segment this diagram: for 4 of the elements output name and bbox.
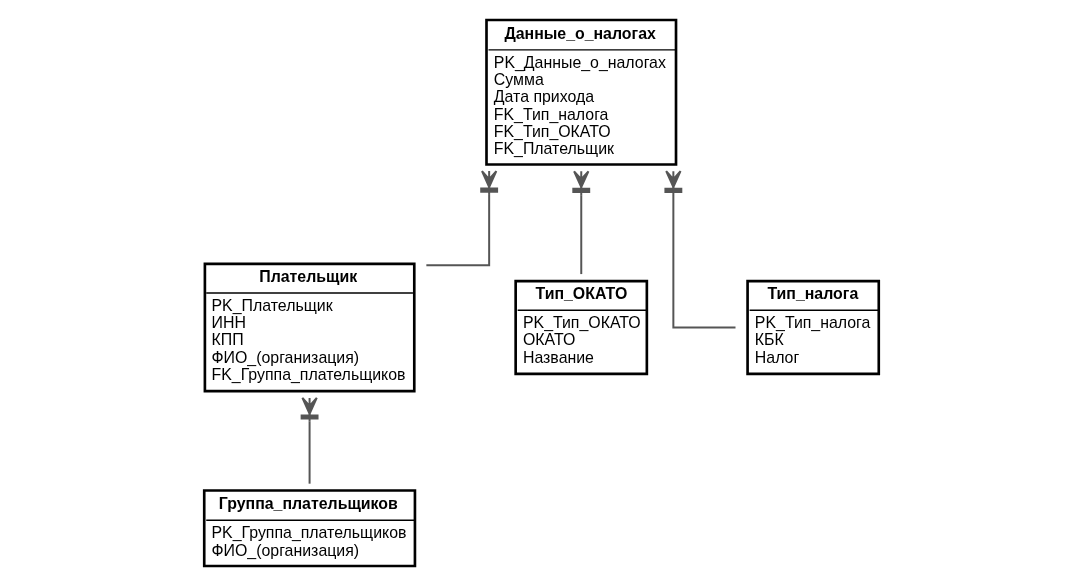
connector	[425, 170, 499, 267]
connector	[300, 396, 319, 485]
connector	[572, 170, 591, 276]
connector	[664, 170, 737, 329]
